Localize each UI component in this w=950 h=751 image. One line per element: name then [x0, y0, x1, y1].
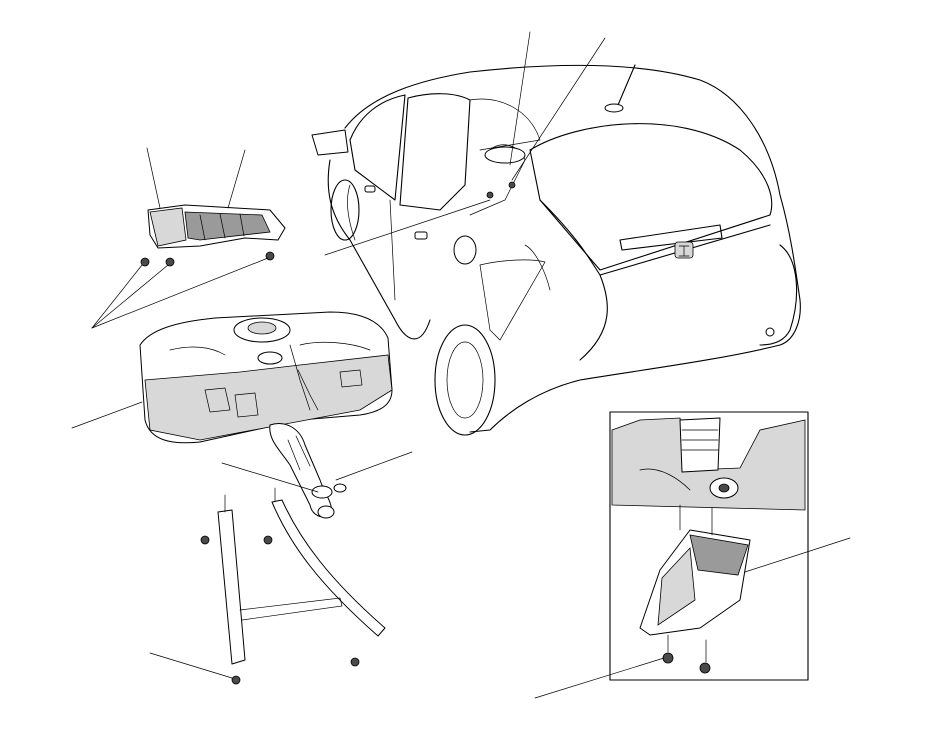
callout-line-1: [509, 31, 531, 166]
callout-line-4: [146, 147, 161, 209]
filler-neck: [269, 369, 347, 519]
callout-line-6c: [91, 257, 269, 329]
detail-inset: [609, 411, 809, 681]
callout-line-9: [335, 451, 413, 481]
callout-line-2: [511, 37, 606, 181]
callout-line-11: [744, 537, 851, 573]
callout-line-8: [221, 462, 319, 493]
callout-line-12: [534, 657, 665, 699]
callout-line-6b: [91, 264, 169, 329]
heat-shield: [140, 204, 286, 267]
tank-straps: [200, 499, 386, 685]
callout-line-7: [71, 401, 143, 429]
callout-line-6a: [91, 264, 143, 329]
callout-line-5: [227, 149, 246, 209]
fuel-tank: [139, 311, 393, 444]
callout-line-10: [149, 652, 233, 679]
callout-lines: [71, 31, 851, 699]
callout-line-3: [324, 199, 491, 256]
vehicle-outline: [311, 64, 801, 436]
